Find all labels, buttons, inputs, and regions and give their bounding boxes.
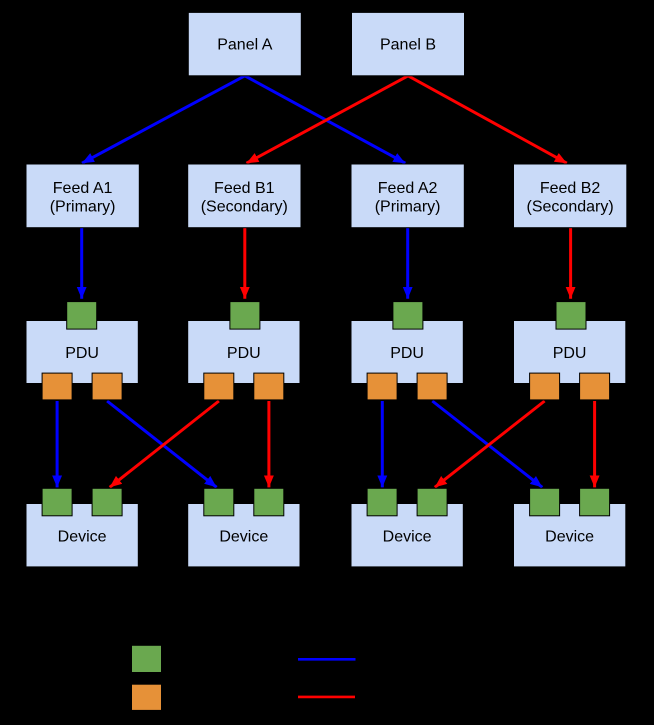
svg-text:Device: Device [545, 529, 594, 546]
svg-text:(Secondary): (Secondary) [201, 198, 288, 215]
svg-text:(Primary): (Primary) [375, 198, 441, 215]
svg-text:Feed A1: Feed A1 [53, 180, 113, 197]
svg-text:PDU: PDU [65, 345, 99, 362]
svg-text:(Secondary): (Secondary) [527, 198, 614, 215]
svg-text:Feed B1: Feed B1 [214, 180, 275, 197]
svg-text:Panel A: Panel A [217, 37, 272, 54]
svg-text:Panel B: Panel B [380, 37, 436, 54]
svg-text:PDU: PDU [553, 345, 587, 362]
svg-text:Feed A2: Feed A2 [378, 180, 438, 197]
svg-text:Device: Device [383, 529, 432, 546]
svg-text:(Primary): (Primary) [50, 198, 116, 215]
svg-text:PDU: PDU [390, 345, 424, 362]
svg-text:Device: Device [219, 529, 268, 546]
svg-text:PDU: PDU [227, 345, 261, 362]
svg-text:Feed B2: Feed B2 [540, 180, 601, 197]
svg-text:Device: Device [58, 529, 107, 546]
